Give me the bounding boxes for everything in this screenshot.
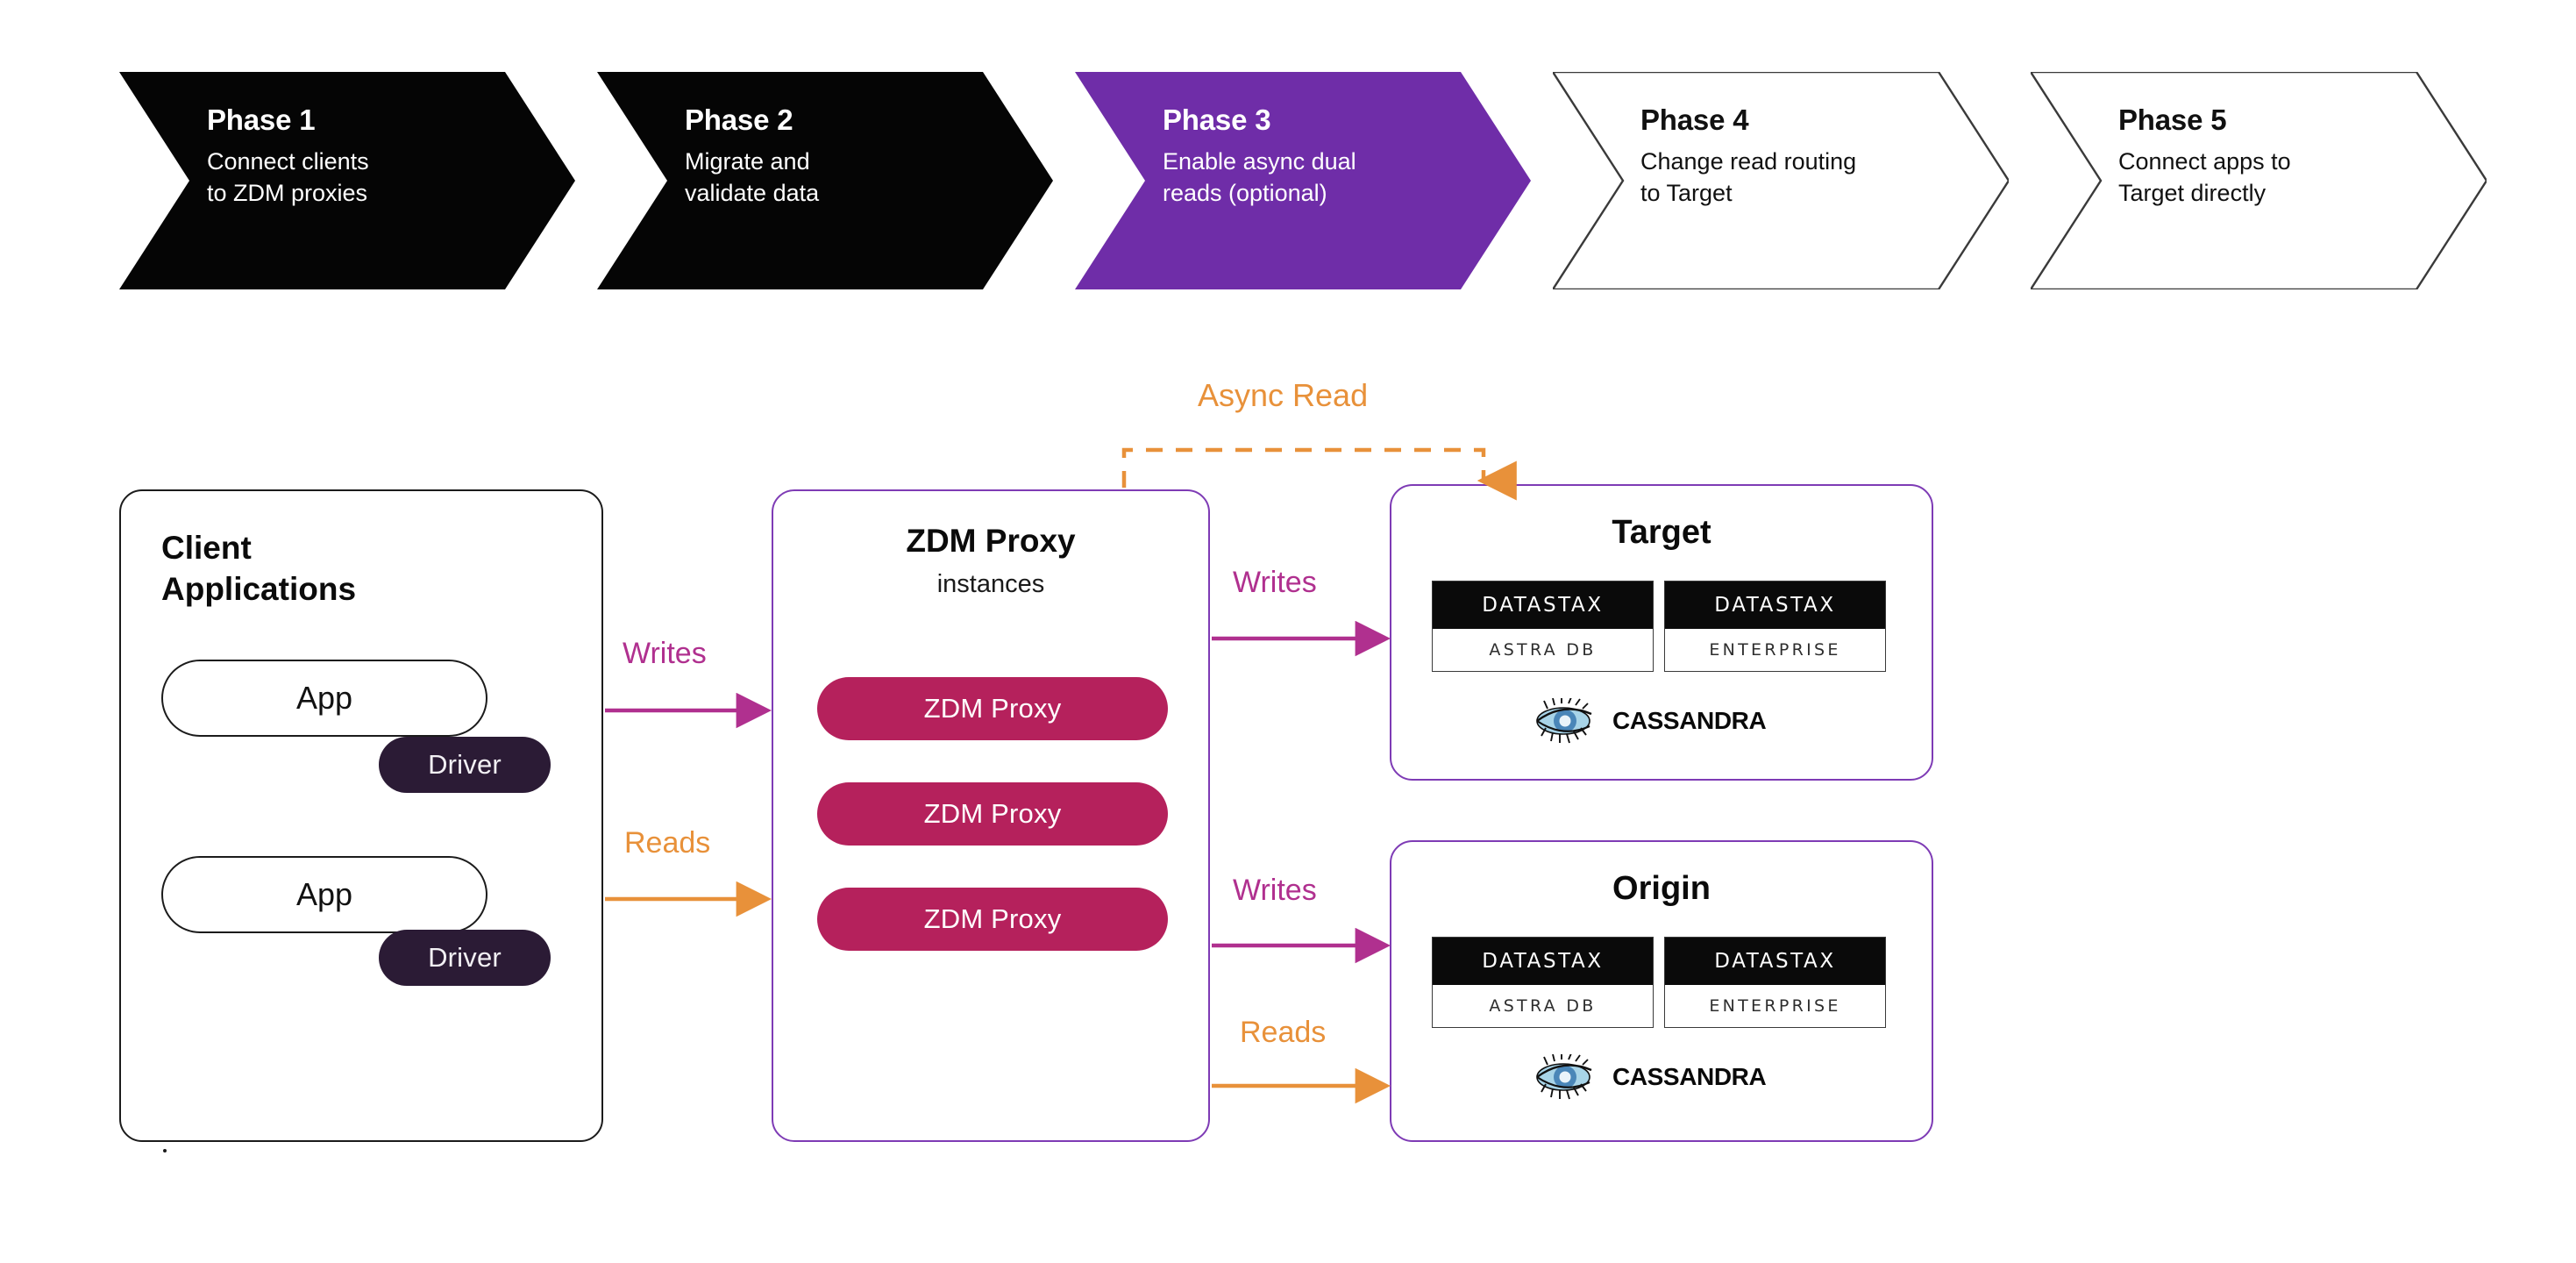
phase-text-4: Phase 4 Change read routing to Target xyxy=(1640,105,1856,210)
phase-title-3: Phase 3 xyxy=(1163,103,1271,136)
datastax-wordmark: DATASTAX xyxy=(1714,950,1836,973)
app-capsule-1[interactable] xyxy=(163,1149,167,1152)
datastax-astra-logo: DATASTAX ASTRA DB xyxy=(1432,581,1654,672)
origin-card: Origin DATASTAX ASTRA DB DATASTAX ENTERP xyxy=(1390,840,1933,1142)
phase-step-3[interactable]: Phase 3 Enable async dual reads (optiona… xyxy=(1075,72,1531,289)
datastax-wordmark: DATASTAX xyxy=(1482,594,1604,617)
driver-label: Driver xyxy=(428,942,502,973)
phase-text-1: Phase 1 Connect clients to ZDM proxies xyxy=(207,105,369,210)
zdm-proxy-title: ZDM Proxy xyxy=(906,523,1076,559)
phase-title-5: Phase 5 xyxy=(2118,103,2227,136)
datastax-wordmark: DATASTAX xyxy=(1482,950,1604,973)
datastax-product-name: ENTERPRISE xyxy=(1709,640,1841,660)
datastax-enterprise-logo: DATASTAX ENTERPRISE xyxy=(1664,581,1886,672)
origin-title: Origin xyxy=(1612,870,1711,907)
datastax-wordmark: DATASTAX xyxy=(1714,594,1836,617)
cassandra-eye-icon xyxy=(1536,1054,1592,1100)
target-card: Target DATASTAX ASTRA DB DATASTAX ENTERP xyxy=(1390,484,1933,781)
phase-step-5[interactable]: Phase 5 Connect apps to Target directly xyxy=(2031,72,2487,289)
label-client-reads: Reads xyxy=(624,826,711,860)
phase-chevron-shape-3 xyxy=(1075,72,1531,289)
driver-label: Driver xyxy=(428,749,502,780)
zdm-proxy-instance-3[interactable]: ZDM Proxy xyxy=(817,888,1168,951)
cassandra-wordmark: CASSANDRA xyxy=(1612,1063,1767,1090)
phase-chevron-shape-4 xyxy=(1553,72,2009,289)
phase-chevron-shape-2 xyxy=(597,72,1053,289)
phase-title-1: Phase 1 xyxy=(207,103,316,136)
phase-text-2: Phase 2 Migrate and validate data xyxy=(685,105,819,210)
datastax-product-name: ENTERPRISE xyxy=(1709,996,1841,1016)
phase-step-4[interactable]: Phase 4 Change read routing to Target xyxy=(1553,72,2009,289)
label-origin-writes: Writes xyxy=(1233,874,1317,907)
app-label: App xyxy=(295,876,353,912)
phase-title-4: Phase 4 xyxy=(1640,103,1749,136)
datastax-product-bar: ENTERPRISE xyxy=(1665,629,1885,671)
phase-chevron-shape-1 xyxy=(119,72,575,289)
datastax-wordmark-bar: DATASTAX xyxy=(1665,582,1885,629)
zdm-proxy-instance-2[interactable]: ZDM Proxy xyxy=(817,782,1168,846)
zdm-proxy-subtitle: instances xyxy=(936,570,1045,598)
zdm-proxy-instance-label: ZDM Proxy xyxy=(923,693,1062,724)
origin-logo-row: DATASTAX ASTRA DB DATASTAX ENTERPRISE xyxy=(1432,937,1886,1028)
cassandra-logo-row: CASSANDRA xyxy=(1532,1054,1767,1100)
datastax-wordmark-bar: DATASTAX xyxy=(1433,582,1653,629)
phase-step-2[interactable]: Phase 2 Migrate and validate data xyxy=(597,72,1053,289)
phase-step-1[interactable]: Phase 1 Connect clients to ZDM proxies xyxy=(119,72,575,289)
cassandra-eye-icon xyxy=(1536,698,1592,744)
driver-pill-1[interactable]: Driver xyxy=(379,737,551,793)
client-applications-card: Client Applications xyxy=(119,489,603,1152)
phase-text-3: Phase 3 Enable async dual reads (optiona… xyxy=(1163,105,1356,210)
app-capsule-1[interactable]: App xyxy=(161,660,487,737)
cassandra-wordmark: CASSANDRA xyxy=(1612,707,1767,734)
cassandra-logo-row: CASSANDRA xyxy=(1532,698,1767,744)
datastax-product-bar: ASTRA DB xyxy=(1433,985,1653,1027)
datastax-product-bar: ENTERPRISE xyxy=(1665,985,1885,1027)
phase-text-5: Phase 5 Connect apps to Target directly xyxy=(2118,105,2291,210)
app-capsule-2[interactable]: App xyxy=(161,856,487,933)
phase-title-2: Phase 2 xyxy=(685,103,793,136)
zdm-proxy-instance-label: ZDM Proxy xyxy=(923,903,1062,934)
client-applications-title: Client Applications xyxy=(161,530,357,607)
target-logo-row: DATASTAX ASTRA DB DATASTAX ENTERPRISE xyxy=(1432,581,1886,672)
datastax-astra-logo: DATASTAX ASTRA DB xyxy=(1432,937,1654,1028)
zdm-proxy-instance-1[interactable]: ZDM Proxy xyxy=(817,677,1168,740)
datastax-wordmark-bar: DATASTAX xyxy=(1665,938,1885,985)
phase-banner: Phase 1 Connect clients to ZDM proxies P… xyxy=(0,0,2576,289)
label-target-writes: Writes xyxy=(1233,566,1317,599)
phase-desc-5: Connect apps to Target directly xyxy=(2118,148,2291,206)
zdm-proxy-instance-label: ZDM Proxy xyxy=(923,798,1062,829)
datastax-product-bar: ASTRA DB xyxy=(1433,629,1653,671)
phase-chevron-shape-5 xyxy=(2031,72,2487,289)
label-async-read: Async Read xyxy=(1198,377,1369,413)
phase-desc-1: Connect clients to ZDM proxies xyxy=(207,148,369,206)
label-client-writes: Writes xyxy=(623,637,707,670)
driver-pill-2[interactable]: Driver xyxy=(379,930,551,986)
phase-desc-4: Change read routing to Target xyxy=(1640,148,1857,206)
arrow-async-read xyxy=(1121,447,1517,501)
datastax-product-name: ASTRA DB xyxy=(1489,996,1597,1016)
phase-desc-3: Enable async dual reads (optional) xyxy=(1163,148,1356,206)
datastax-wordmark-bar: DATASTAX xyxy=(1433,938,1653,985)
label-origin-reads: Reads xyxy=(1240,1016,1327,1049)
target-title: Target xyxy=(1612,514,1711,551)
app-label: App xyxy=(295,680,353,716)
datastax-product-name: ASTRA DB xyxy=(1489,640,1597,660)
datastax-enterprise-logo: DATASTAX ENTERPRISE xyxy=(1664,937,1886,1028)
phase-desc-2: Migrate and validate data xyxy=(685,148,820,206)
